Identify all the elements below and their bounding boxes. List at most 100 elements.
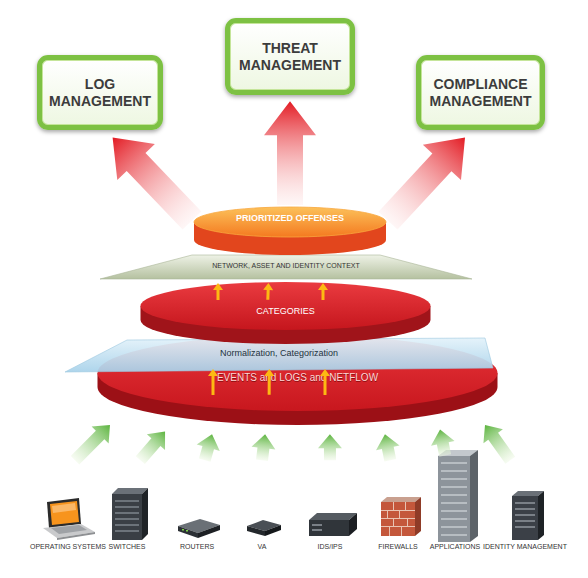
flow-arrow-small (213, 283, 223, 300)
icon-part (182, 529, 184, 531)
device-node: IDENTITY MANAGEMENT (490, 458, 560, 568)
icon-part (115, 512, 139, 514)
offense-cylinder: PRIORITIZED OFFENSES (192, 205, 388, 257)
icon-part (115, 506, 139, 508)
device-label: IDENTITY MANAGEMENT (482, 543, 568, 551)
flow-arrow (263, 283, 273, 300)
flow-arrow (378, 138, 465, 230)
icon-part (515, 508, 535, 510)
icon-part (312, 524, 322, 526)
icon-part (112, 494, 142, 540)
device-node: VA (227, 458, 297, 568)
context-plane (100, 255, 472, 279)
icon-part (515, 502, 535, 504)
box-title: COMPLIANCE MANAGEMENT (425, 76, 536, 110)
icon-part (515, 526, 535, 528)
icon-part (393, 502, 394, 510)
icon-part (441, 526, 467, 528)
icon-part (441, 462, 467, 464)
device-icon (162, 458, 232, 540)
device-node: IDS/IPS (295, 458, 365, 568)
module-box: THREAT MANAGEMENT (225, 18, 355, 95)
icon-part (441, 502, 467, 504)
icon-part (515, 520, 535, 522)
device-label: FIREWALLS (355, 543, 441, 551)
icon-part (441, 478, 467, 480)
device-label: OPERATING SYSTEMS (25, 543, 111, 551)
icon-part (115, 530, 139, 532)
layer-label: EVENTS and LOGS and NETFLOW (95, 372, 500, 384)
flow-arrow (483, 425, 515, 464)
device-icon (33, 458, 103, 540)
layer-shape (192, 205, 388, 257)
flow-arrow (264, 369, 274, 395)
flow-arrow (318, 434, 342, 460)
icon-part (47, 498, 81, 528)
layer-label: NETWORK, ASSET AND IDENTITY CONTEXT (100, 261, 472, 271)
icon-part (381, 518, 415, 519)
box-title: LOG MANAGEMENT (46, 76, 154, 110)
device-icon (227, 458, 297, 540)
icon-part (265, 525, 281, 536)
flow-arrow (264, 101, 316, 205)
device-icon (420, 450, 490, 542)
device-node: FIREWALLS (363, 458, 433, 568)
context-band: NETWORK, ASSET AND IDENTITY CONTEXT (100, 254, 472, 280)
layer-label: Normalization, Categorization (65, 347, 493, 359)
icon-part (470, 450, 478, 542)
icon-part (441, 510, 467, 512)
icon-part (407, 518, 408, 526)
device-node: SWITCHES (92, 458, 162, 568)
icon-part (309, 520, 349, 536)
icon-part (515, 514, 535, 516)
device-label: ROUTERS (154, 543, 240, 551)
flow-arrow (113, 138, 202, 230)
device-icon (490, 458, 560, 540)
device-icon (92, 458, 162, 540)
module-box: LOG MANAGEMENT (37, 55, 163, 130)
icon-part (309, 513, 357, 520)
icon-part (142, 488, 148, 540)
box-title: THREAT MANAGEMENT (234, 40, 346, 74)
icon-part (381, 497, 421, 502)
icon-part (312, 529, 322, 531)
icon-part (198, 525, 220, 538)
flow-arrow-small (318, 283, 328, 300)
flow-arrow-small (320, 369, 330, 395)
icon-part (393, 518, 394, 526)
device-node: APPLICATIONS (420, 450, 490, 560)
device-icon (295, 458, 365, 540)
device-label: VA (219, 543, 305, 551)
icon-part (387, 510, 388, 518)
icon-part (178, 526, 198, 538)
icon-part (441, 494, 467, 496)
flow-arrow (197, 434, 220, 462)
flow-arrow (136, 431, 165, 464)
icon-part (399, 510, 400, 518)
flow-arrow (252, 434, 276, 461)
flow-arrow-small (208, 369, 218, 395)
icon-part (115, 518, 139, 520)
icon-part (51, 525, 87, 534)
icon-part (415, 497, 421, 536)
icon-part (538, 491, 544, 540)
device-node: ROUTERS (162, 458, 232, 568)
icon-part (50, 501, 79, 525)
icon-part (441, 518, 467, 520)
icon-part (381, 502, 415, 536)
icon-part (441, 486, 467, 488)
layer-label: CATEGORIES (138, 305, 433, 317)
icon-part (186, 530, 188, 532)
icon-part (405, 502, 406, 510)
icon-part (43, 524, 95, 538)
icon-part (247, 526, 265, 536)
icon-part (52, 503, 76, 513)
icon-part (512, 496, 538, 540)
device-icon (363, 458, 433, 540)
flow-arrow (71, 425, 110, 464)
flow-arrow (431, 430, 455, 457)
layer-disc: CATEGORIES (138, 280, 433, 346)
icon-part (441, 470, 467, 472)
